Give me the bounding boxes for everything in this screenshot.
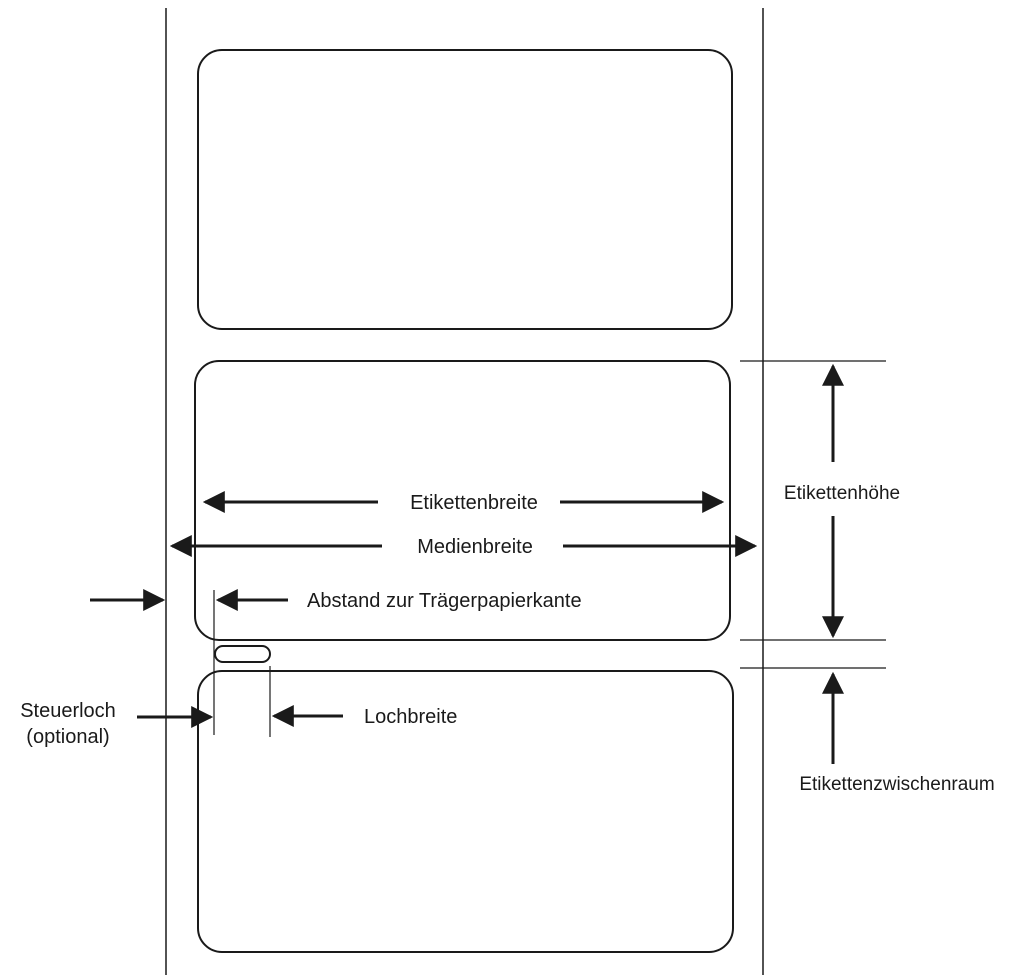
control-hole-optional-label: (optional) xyxy=(26,726,109,748)
label-top xyxy=(197,49,733,330)
label-gap-label: Etikettenzwischenraum xyxy=(799,774,994,795)
liner-offset-label: Abstand zur Trägerpapierkante xyxy=(307,590,582,612)
hole-width-label: Lochbreite xyxy=(364,706,457,728)
label-middle xyxy=(194,360,731,641)
control-hole xyxy=(214,645,271,663)
label-bottom xyxy=(197,670,734,953)
media-width-label: Medienbreite xyxy=(417,536,533,558)
label-width-label: Etikettenbreite xyxy=(410,492,538,514)
label-height-label: Etikettenhöhe xyxy=(784,483,900,504)
control-hole-label: Steuerloch xyxy=(20,700,116,722)
